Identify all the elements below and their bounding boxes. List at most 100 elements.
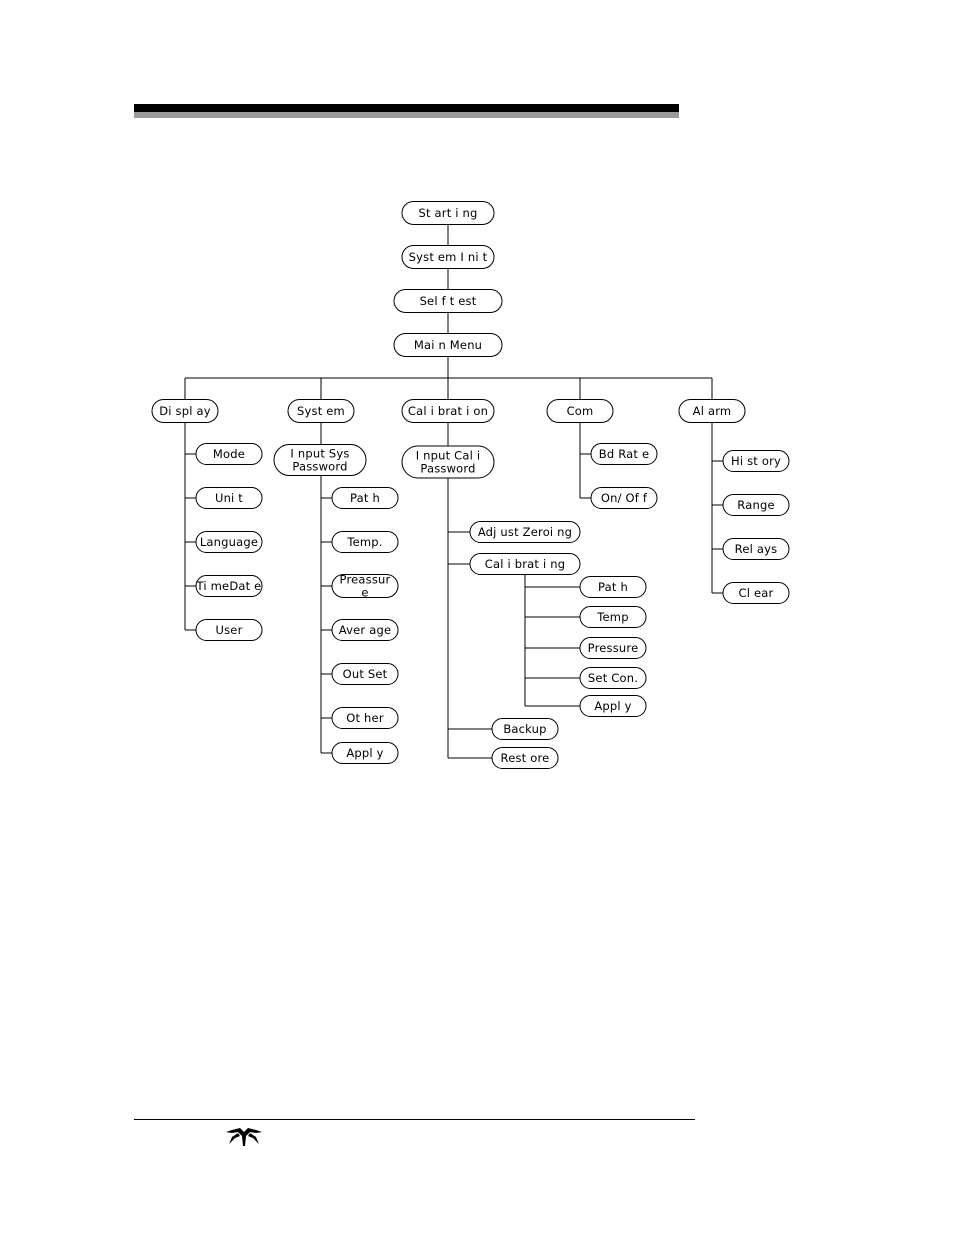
node-outline — [331, 663, 399, 685]
node-system-outset: Out Set — [331, 663, 399, 685]
node-outline — [722, 450, 790, 472]
node-outline — [722, 582, 790, 604]
node-outline — [331, 487, 399, 509]
node-outline — [331, 619, 399, 641]
node-outline — [195, 487, 263, 509]
node-label: Com — [567, 404, 594, 418]
node-label: Syst em I ni t — [409, 250, 488, 264]
flowchart-nodes: St art i ng Syst em I ni t Sel f t estMai … — [151, 201, 790, 769]
node-outline — [491, 747, 559, 769]
node-label: Sel f t est — [420, 294, 477, 308]
node-display-language: Language — [195, 531, 263, 553]
node-label: Uni t — [215, 491, 243, 505]
node-label: Pressure — [588, 641, 639, 655]
node-display-user: User — [195, 619, 263, 641]
node-outline — [151, 399, 219, 423]
node-outline — [273, 444, 367, 476]
node-system: Syst em — [287, 399, 355, 423]
node-label: Mai n Menu — [414, 338, 482, 352]
node-label: Cal i brat i on — [408, 404, 488, 418]
footer-rule — [134, 1119, 695, 1120]
node-main-menu: Mai n Menu — [393, 333, 503, 357]
header-rule-dark — [134, 104, 679, 112]
node-display-timedate: Ti meDat e — [195, 575, 263, 597]
node-label: Syst em — [297, 404, 345, 418]
node-outline — [331, 531, 399, 553]
node-outline — [331, 742, 399, 764]
node-label: Out Set — [343, 667, 388, 681]
node-outline — [546, 399, 614, 423]
node-outline — [469, 521, 581, 543]
node-label: Backup — [503, 722, 546, 736]
node-label: Password — [292, 460, 347, 474]
node-label: Appl y — [594, 699, 631, 713]
node-cal-apply: Appl y — [579, 695, 647, 717]
node-cal-backup: Backup — [491, 718, 559, 740]
teledyne-logo-icon — [226, 1128, 262, 1146]
node-label: Temp. — [346, 535, 382, 549]
header-rule-shadow — [134, 112, 679, 118]
node-cal-path: Pat h — [579, 576, 647, 598]
node-label: Rel ays — [735, 542, 778, 556]
node-label: Pat h — [598, 580, 628, 594]
node-label: e — [361, 586, 368, 600]
node-alarm-relays: Rel ays — [722, 538, 790, 560]
flowchart-connectors — [184, 224, 723, 759]
node-starting: St art i ng — [401, 201, 495, 225]
node-outline — [195, 575, 263, 597]
node-label: Range — [737, 498, 774, 512]
node-label: I nput Cal i — [416, 449, 481, 463]
node-label: Ti meDat e — [196, 579, 262, 593]
node-label: Al arm — [693, 404, 732, 418]
node-outline — [722, 538, 790, 560]
node-system-other: Ot her — [331, 707, 399, 729]
node-outline — [393, 289, 503, 313]
node-label: Temp — [596, 610, 628, 624]
node-display: Di spl ay — [151, 399, 219, 423]
node-label: Pat h — [350, 491, 380, 505]
node-outline — [579, 576, 647, 598]
node-system-path: Pat h — [331, 487, 399, 509]
node-label: Password — [420, 462, 475, 476]
node-outline — [195, 443, 263, 465]
node-outline — [331, 707, 399, 729]
node-alarm-range: Range — [722, 494, 790, 516]
node-alarm-clear: Cl ear — [722, 582, 790, 604]
node-outline — [195, 619, 263, 641]
node-outline — [722, 494, 790, 516]
node-system-apply: Appl y — [331, 742, 399, 764]
node-cal-restore: Rest ore — [491, 747, 559, 769]
node-label: Cal i brat i ng — [485, 557, 565, 571]
node-outline — [401, 201, 495, 225]
node-outline — [579, 637, 647, 659]
node-label: Ot her — [346, 711, 384, 725]
node-self-test: Sel f t est — [393, 289, 503, 313]
node-display-mode: Mode — [195, 443, 263, 465]
node-label: Preassur — [340, 573, 391, 587]
node-label: Rest ore — [501, 751, 550, 765]
node-label: Cl ear — [739, 586, 774, 600]
node-com-bd-rate: Bd Rat e — [590, 443, 658, 465]
node-outline — [590, 487, 658, 509]
node-label: Language — [200, 535, 258, 549]
node-outline — [401, 399, 495, 423]
node-label: User — [215, 623, 242, 637]
node-label: Aver age — [339, 623, 391, 637]
node-display-unit: Uni t — [195, 487, 263, 509]
node-label: Hi st ory — [731, 454, 781, 468]
node-cal-calibrating: Cal i brat i ng — [469, 553, 581, 575]
node-outline — [401, 245, 495, 269]
node-outline — [287, 399, 355, 423]
node-outline — [491, 718, 559, 740]
node-outline — [195, 531, 263, 553]
node-outline — [393, 333, 503, 357]
node-com-on-off: On/ Of f — [590, 487, 658, 509]
node-cal-pressure: Pressure — [579, 637, 647, 659]
node-alarm-history: Hi st ory — [722, 450, 790, 472]
node-outline — [678, 399, 746, 423]
